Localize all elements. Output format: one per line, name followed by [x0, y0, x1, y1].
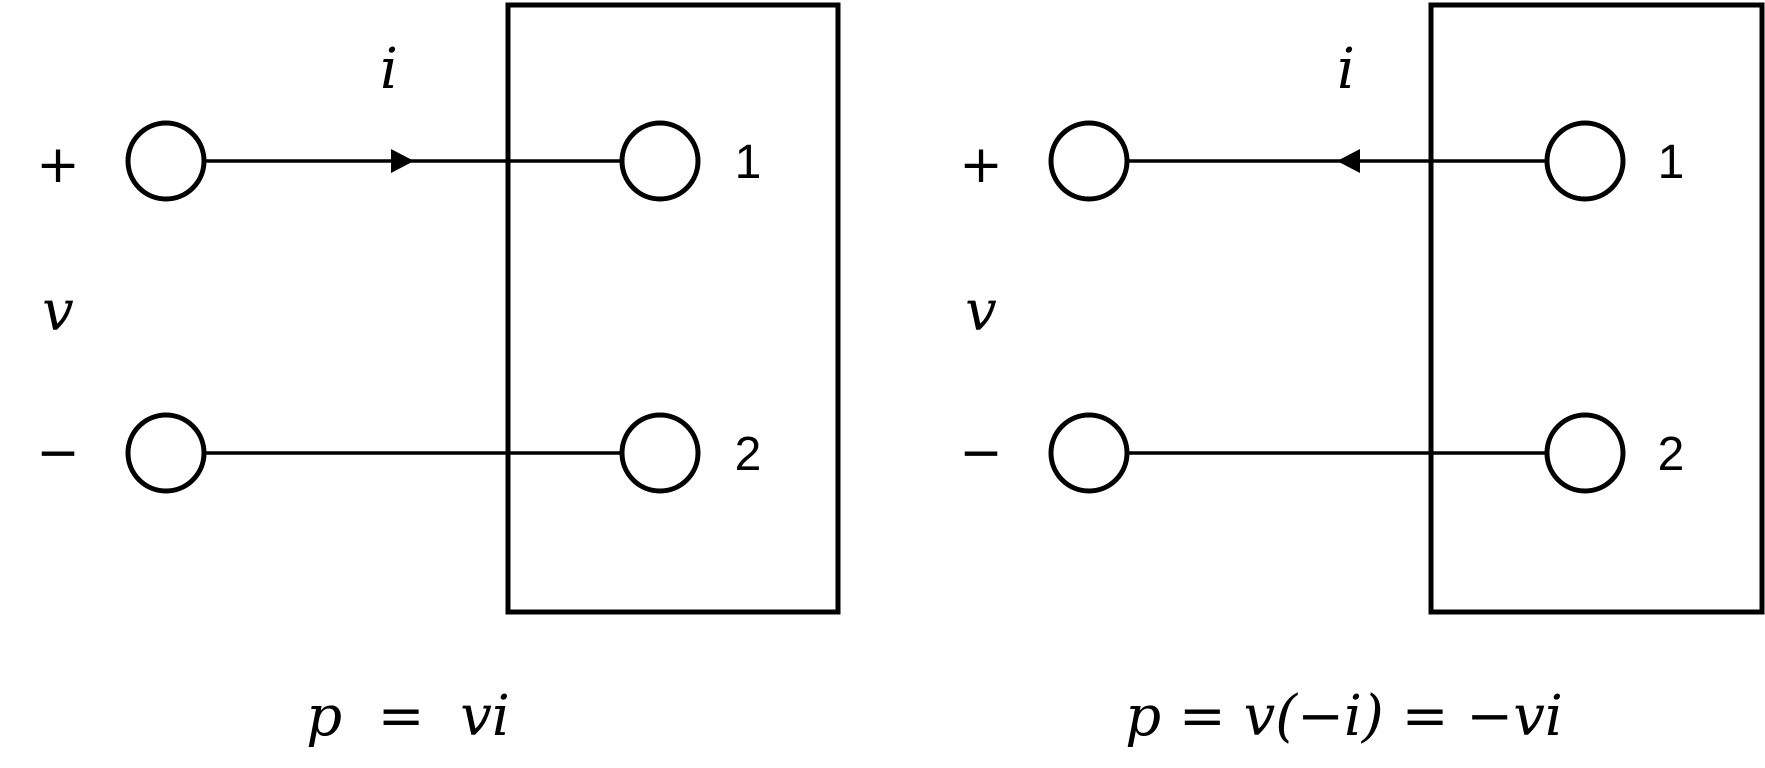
- right-current-label: i: [1337, 37, 1355, 102]
- left-voltage-label: v: [42, 279, 74, 344]
- right-terminal-2: [1544, 412, 1626, 494]
- left-current-arrow-icon: [391, 149, 414, 173]
- right-source-plus-terminal: [1048, 120, 1130, 202]
- right-voltage-label: v: [965, 279, 997, 344]
- right-current-arrow-icon: [1337, 149, 1360, 173]
- left-terminal-2-label: 2: [735, 428, 762, 481]
- right-source-minus-terminal: [1048, 412, 1130, 494]
- right-minus-sign: −: [959, 423, 1003, 483]
- right-device-box: [1428, 2, 1765, 615]
- left-source-plus-terminal: [125, 120, 207, 202]
- left-terminal-2: [619, 412, 701, 494]
- left-terminal-1: [619, 120, 701, 202]
- right-terminal-1-label: 1: [1658, 136, 1685, 189]
- left-device-box: [505, 2, 841, 615]
- left-source-minus-terminal: [125, 412, 207, 494]
- left-circuit: i + v − 1 2 p = vi: [36, 2, 841, 749]
- left-power-equation: p = vi: [306, 684, 510, 749]
- right-circuit: i + v − 1 2 p = v(−i) = −vi: [959, 2, 1765, 749]
- right-power-equation: p = v(−i) = −vi: [1125, 684, 1563, 749]
- left-terminal-1-label: 1: [735, 136, 762, 189]
- right-plus-sign: +: [959, 135, 1003, 195]
- right-terminal-2-label: 2: [1658, 428, 1685, 481]
- left-minus-sign: −: [36, 423, 80, 483]
- left-plus-sign: +: [36, 135, 80, 195]
- right-terminal-1: [1544, 120, 1626, 202]
- left-current-label: i: [380, 37, 398, 102]
